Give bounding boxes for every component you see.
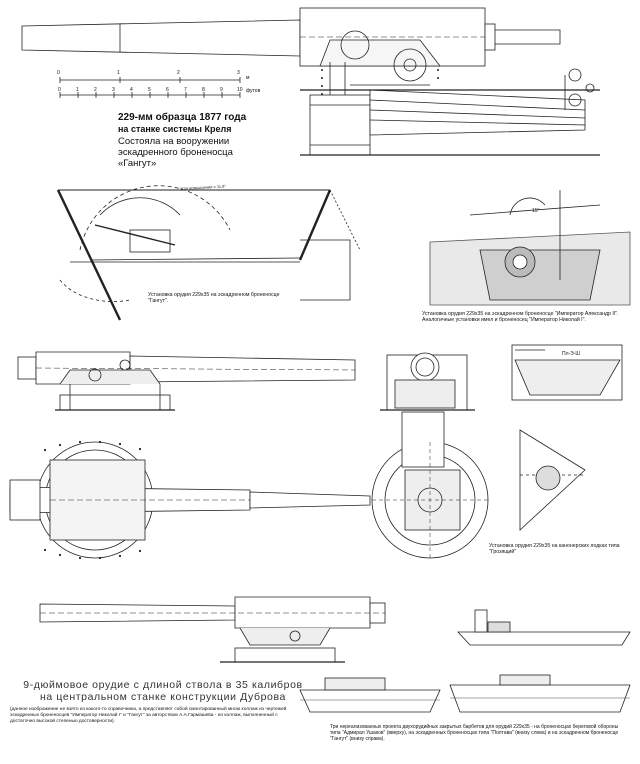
angle-label: 15° (532, 208, 540, 214)
scale-bar (59, 77, 241, 98)
scale-foot-tick-3: 3 (112, 87, 115, 93)
scale-foot-tick-5: 5 (148, 87, 151, 93)
scale-foot-tick-1: 1 (76, 87, 79, 93)
alexander-mount-drawing (429, 190, 631, 306)
scale-meter-tick-1: 1 (117, 70, 120, 76)
scale-meter-tick-2: 2 (177, 70, 180, 76)
scale-foot-tick-4: 4 (130, 87, 133, 93)
dubrov-gun-front-view (380, 352, 475, 411)
scale-meter-tick-3: 3 (237, 70, 240, 76)
caption-main-title: 9-дюймовое орудие с длиной ствола в 35 к… (23, 679, 303, 703)
scale-foot-tick-9: 9 (220, 87, 223, 93)
scale-foot-tick-10: 10 (237, 87, 243, 93)
scale-foot-tick-2: 2 (94, 87, 97, 93)
gun-title: 229-мм образца 1877 года (118, 112, 247, 123)
caption-source-note: (данное изображение не взято из какого-т… (10, 707, 287, 724)
dubrov-gun-side-view (17, 351, 356, 411)
caption-alexander-mount: Установка орудия 229х35 на эскадренном б… (422, 311, 619, 323)
elevation-angle-label: Угол возвышения = 11,6° (180, 184, 227, 191)
scale-foot-tick-6: 6 (166, 87, 169, 93)
caption-barbettes: Три нереализованных проекта двухорудийны… (330, 724, 619, 743)
dubrov-gun-lower-side-view (39, 596, 386, 663)
dubrov-gun-front-plan (371, 411, 489, 560)
krell-gun-side-view (21, 7, 600, 156)
caption-gangut-mount: Установка орудия 229х35 на эскадренном б… (148, 292, 280, 304)
barbette-ship-profiles (299, 609, 631, 713)
scale-meter-unit: м (246, 75, 250, 81)
gangut-turret-section (56, 185, 361, 321)
gun-service-note: Состояла на вооружении эскадренного брон… (118, 136, 233, 169)
dubrov-gun-plan-view (9, 440, 371, 560)
gun-subtitle: на станке системы Креля (118, 124, 232, 134)
scale-foot-tick-8: 8 (202, 87, 205, 93)
section-label: Пл-Э-Ш (562, 351, 580, 357)
scale-meter-tick-0: 0 (57, 70, 60, 76)
scale-foot-tick-7: 7 (184, 87, 187, 93)
scale-feet-unit: футов (246, 88, 261, 94)
caption-gremyashchiy: Установка орудия 229х35 на канонерских л… (489, 543, 620, 555)
gremyashchiy-ship-drawings (511, 344, 623, 531)
scale-foot-tick-0: 0 (58, 87, 61, 93)
